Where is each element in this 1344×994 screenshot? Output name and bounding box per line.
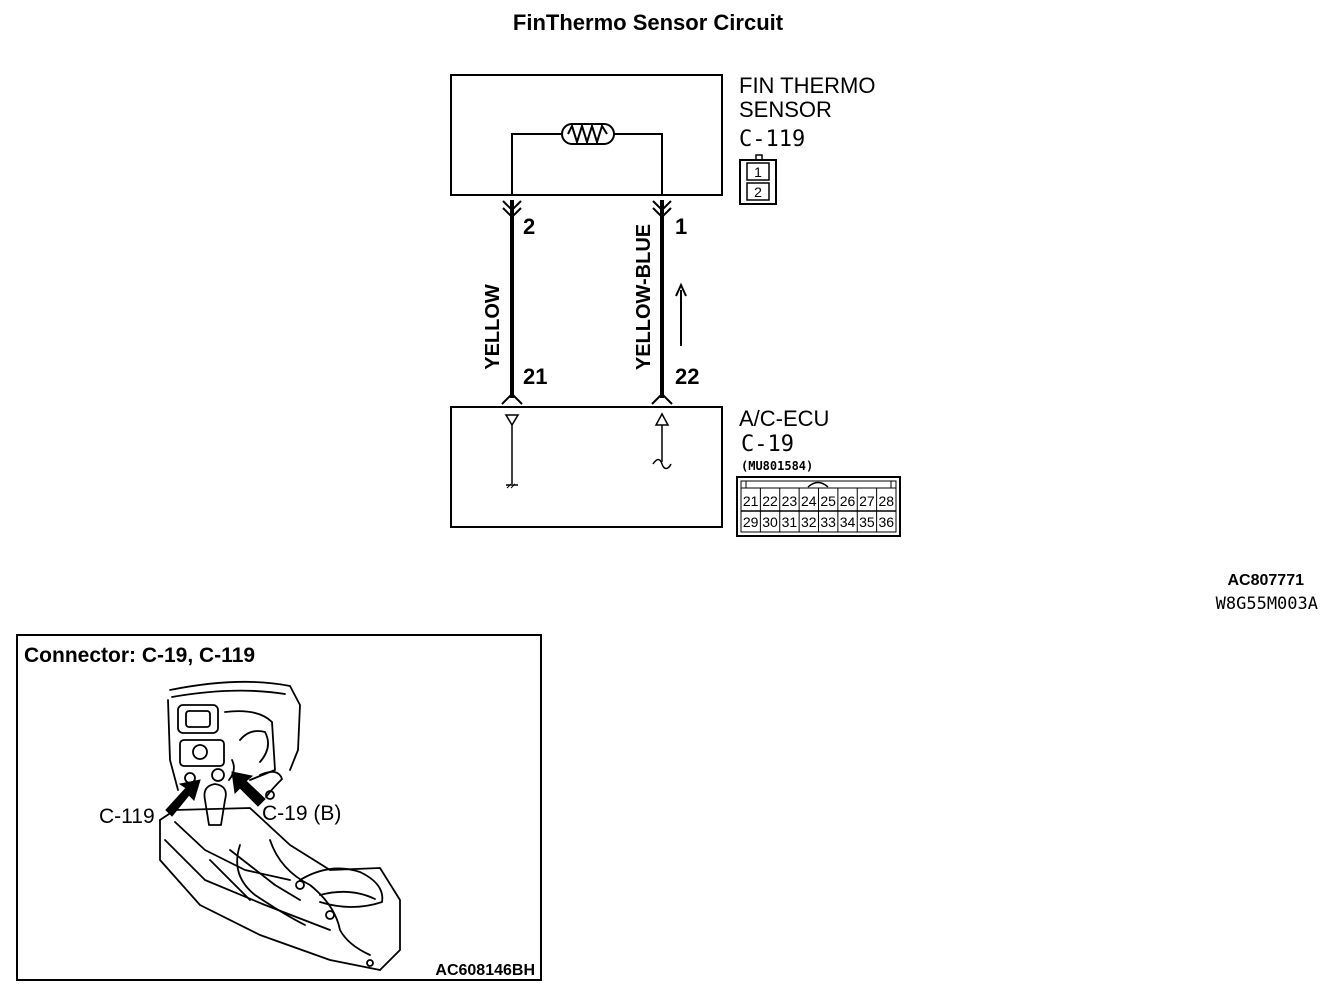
wire-yellow-blue bbox=[651, 200, 673, 405]
ecu-pin-23: 23 bbox=[782, 493, 798, 509]
ecu-pin-28: 28 bbox=[879, 493, 895, 509]
input-signal-icon bbox=[652, 412, 672, 470]
ecu-box bbox=[450, 406, 723, 528]
wire-yellow-blue-ecu-pin: 22 bbox=[675, 364, 699, 389]
ecu-pin-30: 30 bbox=[762, 514, 778, 530]
diagram-title: FinThermo Sensor Circuit bbox=[513, 10, 784, 35]
wire-yellow-ecu-pin: 21 bbox=[523, 364, 547, 389]
center-console-illustration bbox=[159, 680, 401, 971]
sensor-connector-label: C-119 bbox=[739, 127, 805, 152]
ecu-part-number: (MU801584) bbox=[741, 459, 813, 473]
ecu-pin-31: 31 bbox=[782, 514, 798, 530]
ecu-pin-25: 25 bbox=[820, 493, 836, 509]
figure-code-1: AC807771 bbox=[1228, 572, 1305, 589]
figure-code-2: W8G55M003A bbox=[1216, 594, 1318, 614]
sensor-internal-wire-right bbox=[614, 133, 663, 195]
ecu-connector-label: C-19 bbox=[741, 432, 794, 457]
ecu-pin-22: 22 bbox=[762, 493, 778, 509]
ecu-pin-29: 29 bbox=[743, 514, 759, 530]
wire-yellow-blue-color-label: YELLOW-BLUE bbox=[633, 224, 655, 370]
ecu-pin-35: 35 bbox=[859, 514, 875, 530]
wire-yellow bbox=[501, 200, 523, 405]
inset-title: Connector: C-19, C-119 bbox=[24, 644, 255, 667]
wire-yellow-blue-sensor-pin: 1 bbox=[675, 214, 687, 239]
sensor-name-line1: FIN THERMO bbox=[739, 73, 875, 98]
ecu-name: A/C-ECU bbox=[739, 406, 829, 431]
wire-yellow-sensor-pin: 2 bbox=[523, 214, 535, 239]
wire-yellow-color-label: YELLOW bbox=[482, 284, 504, 370]
ecu-pin-36: 36 bbox=[879, 514, 895, 530]
ecu-pin-26: 26 bbox=[840, 493, 856, 509]
sensor-box bbox=[450, 74, 723, 196]
ecu-pin-34: 34 bbox=[840, 514, 856, 530]
ecu-pin-27: 27 bbox=[859, 493, 875, 509]
inset-label-c119: C-119 bbox=[99, 805, 155, 828]
ecu-pin-21: 21 bbox=[743, 493, 759, 509]
ground-icon bbox=[504, 414, 520, 489]
arrow-c19-icon bbox=[231, 771, 266, 807]
ecu-pin-24: 24 bbox=[801, 493, 817, 509]
signal-direction-arrow bbox=[675, 282, 687, 346]
thermistor-icon bbox=[561, 122, 615, 146]
sensor-pin-1: 1 bbox=[754, 164, 762, 180]
sensor-connector-face: 1 2 bbox=[739, 154, 777, 205]
ecu-pin-32: 32 bbox=[801, 514, 817, 530]
ecu-pin-33: 33 bbox=[820, 514, 836, 530]
sensor-name-line2: SENSOR bbox=[739, 97, 832, 122]
inset-code: AC608146BH bbox=[435, 962, 535, 979]
sensor-internal-wire-left bbox=[511, 133, 562, 195]
arrow-c119-icon bbox=[165, 779, 201, 817]
inset-label-c19: C-19 (B) bbox=[262, 802, 341, 825]
sensor-pin-2: 2 bbox=[754, 184, 762, 200]
